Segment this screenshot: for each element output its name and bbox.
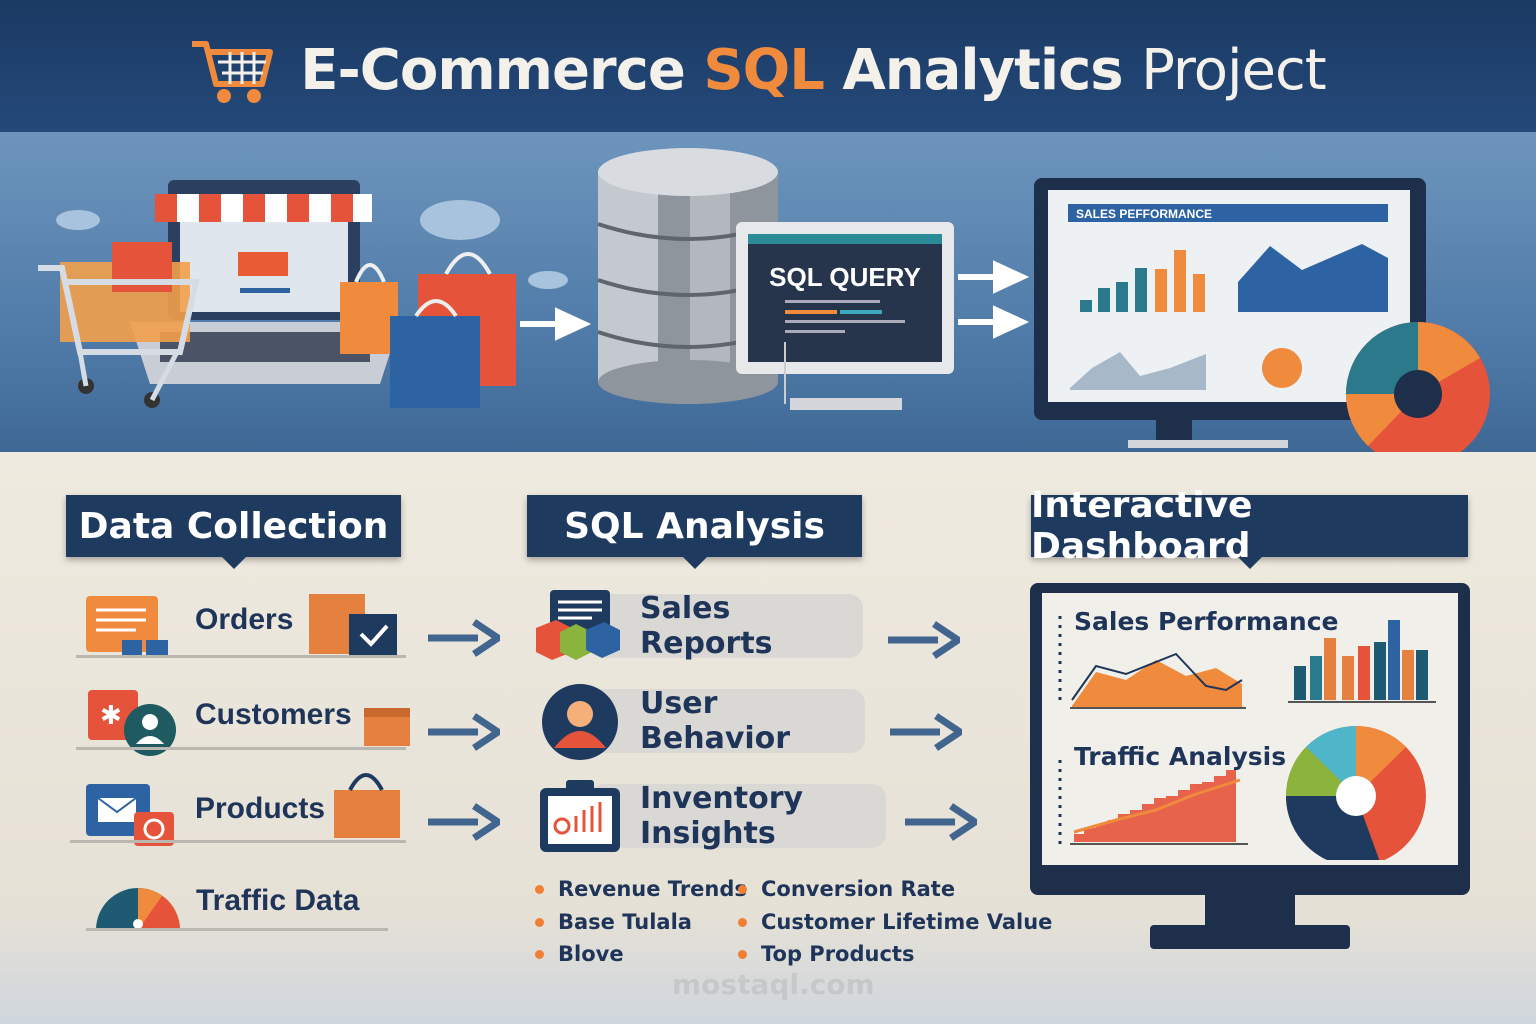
bullet-item: Revenue Trends bbox=[535, 877, 747, 901]
traffic-gauge-icon bbox=[96, 888, 180, 930]
shopping-bag-icon bbox=[334, 773, 400, 838]
divider bbox=[70, 840, 406, 843]
shopping-cart-icon bbox=[38, 242, 200, 408]
arrow-right-icon bbox=[428, 619, 500, 657]
arrow-right-icon bbox=[428, 713, 500, 751]
bar-chart-icon bbox=[1080, 250, 1205, 312]
cloud-icon bbox=[56, 210, 100, 230]
database-icon bbox=[597, 148, 779, 404]
line-chart-icon bbox=[1070, 352, 1206, 390]
arrow-right-icon bbox=[428, 803, 500, 841]
shopping-bags-icon bbox=[340, 252, 516, 408]
header-band bbox=[0, 0, 1536, 132]
orders-document-icon bbox=[86, 596, 168, 658]
customer-profile-icon: ✱ bbox=[88, 690, 176, 756]
section-header-interactive-dashboard: Interactive Dashboard bbox=[1031, 485, 1468, 569]
bullet-item: Conversion Rate bbox=[738, 877, 955, 901]
laptop-storefront-icon bbox=[130, 180, 400, 384]
bullet-item: Blove bbox=[535, 942, 624, 966]
products-mail-icon bbox=[86, 784, 174, 846]
divider bbox=[76, 747, 406, 750]
shopping-cart-icon bbox=[192, 41, 273, 103]
watermark: mostaql.com bbox=[672, 968, 875, 1001]
panel-title-sales-performance: Sales Performance bbox=[1074, 607, 1339, 636]
collection-item-traffic-data: Traffic Data bbox=[196, 884, 360, 917]
cloud-icon bbox=[528, 271, 568, 289]
divider bbox=[86, 928, 388, 931]
section-header-sql-analysis: SQL Analysis bbox=[527, 495, 862, 569]
pie-chart-icon bbox=[1262, 348, 1302, 388]
svg-text:✱: ✱ bbox=[100, 701, 122, 731]
arrow-right-icon bbox=[905, 803, 977, 841]
box-icon bbox=[364, 708, 410, 746]
area-chart-icon bbox=[1070, 652, 1246, 709]
sales-reports-icon bbox=[536, 590, 620, 660]
divider bbox=[76, 655, 406, 658]
analysis-item-user-behavior: User Behavior bbox=[590, 686, 865, 756]
bar-chart-icon bbox=[1070, 770, 1248, 845]
pie-chart-icon bbox=[1285, 726, 1426, 860]
bar-chart-icon bbox=[1288, 620, 1436, 703]
collection-item-customers: Customers bbox=[195, 698, 352, 731]
bullet-item: Customer Lifetime Value bbox=[738, 910, 1052, 934]
monitor-stand bbox=[1150, 925, 1350, 949]
bullet-item: Top Products bbox=[738, 942, 914, 966]
bullet-item: Base Tulala bbox=[535, 910, 692, 934]
analysis-item-inventory-insights: Inventory Insights bbox=[590, 781, 886, 851]
cloud-icon bbox=[420, 200, 500, 240]
user-avatar-icon bbox=[542, 684, 618, 760]
analysis-item-sales-reports: Sales Reports bbox=[590, 591, 863, 661]
area-chart-icon bbox=[1238, 244, 1388, 312]
hero-scene bbox=[38, 148, 1490, 466]
collection-item-products: Products bbox=[195, 792, 326, 825]
dashboard-charts bbox=[1058, 616, 1436, 860]
monitor-neck bbox=[1205, 895, 1295, 927]
donut-chart-icon bbox=[1345, 322, 1490, 466]
collection-item-orders: Orders bbox=[195, 603, 294, 636]
sql-query-monitor bbox=[736, 222, 954, 410]
section-header-data-collection: Data Collection bbox=[66, 495, 401, 569]
inventory-clipboard-icon bbox=[540, 780, 620, 852]
dashboard-monitor bbox=[1034, 178, 1426, 448]
box-check-icon bbox=[309, 594, 397, 656]
arrow-right-icon bbox=[888, 621, 960, 659]
arrow-right-icon bbox=[890, 713, 962, 751]
arrow-icon bbox=[958, 260, 1030, 294]
panel-title-traffic-analysis: Traffic Analysis bbox=[1074, 742, 1287, 771]
page-title: E-Commerce SQL Analytics Project bbox=[300, 38, 1326, 103]
arrow-icon bbox=[958, 305, 1030, 339]
arrow-icon bbox=[520, 307, 592, 341]
